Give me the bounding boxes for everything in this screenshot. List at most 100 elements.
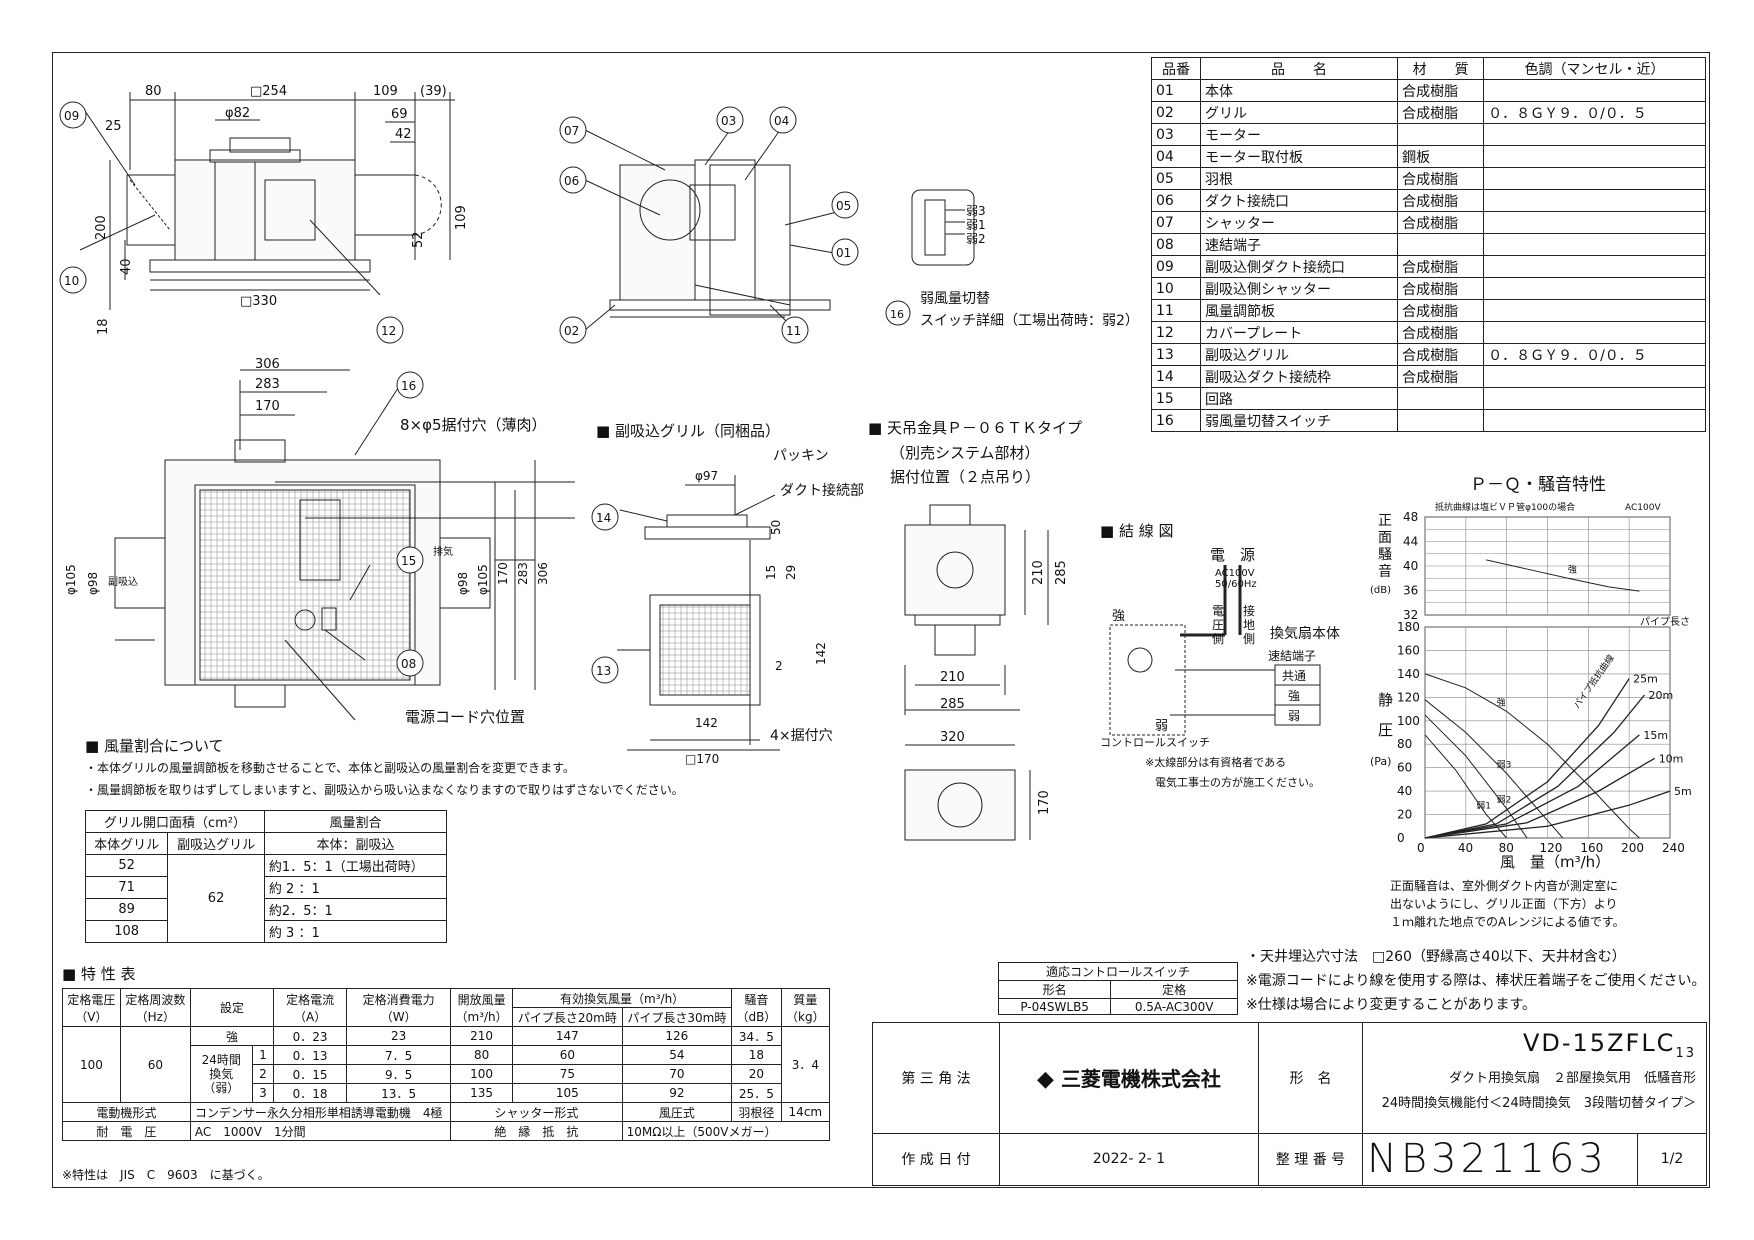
- parts-cell: 02: [1151, 101, 1201, 124]
- dim-109: 109: [373, 84, 398, 99]
- spec-cell: 135: [450, 1083, 514, 1103]
- top-elevation-view: 80 □254 109 (39) 25 φ82 69 42 200 40 52 …: [59, 84, 469, 344]
- section-view: 07 03 04 06 05 01 02 11: [559, 106, 859, 344]
- airflow-h-ratio: 風量割合: [263, 810, 448, 833]
- callout-06: 06: [564, 174, 579, 188]
- pq-series-line: [1424, 714, 1528, 839]
- dim-170-v: 170: [496, 562, 510, 585]
- label-exhaust: 排気: [433, 545, 453, 558]
- parts-cell: [1483, 211, 1706, 234]
- dim-50: 50: [769, 520, 783, 535]
- hanger-dim-320: 320: [940, 730, 965, 745]
- spec-h-mass: 質量 （kg）: [780, 988, 831, 1027]
- note-line: ※電源コードにより線を使用する際は、棒状圧着端子をご使用ください。: [1246, 973, 1706, 989]
- noise-ylabel-char: 騒: [1378, 547, 1392, 563]
- parts-cell: 01: [1151, 79, 1201, 102]
- ctl-h-model: 形名: [997, 980, 1112, 999]
- dim-69: 69: [391, 107, 408, 122]
- resistance-label: 25m: [1633, 673, 1658, 686]
- pq-ylabel-char: 圧: [1378, 721, 1393, 739]
- dim-2: 2: [775, 659, 783, 673]
- tb-desc-2: 24時間換気機能付＜24時間換気 3段階切替タイプ＞: [1381, 1095, 1696, 1111]
- hole-note: 8×φ5据付穴（薄肉）: [400, 416, 547, 434]
- label-duct-connection: ダクト接続部: [780, 482, 864, 499]
- airflow-table: グリル開口面積（cm²） 風量割合 本体グリル 副吸込グリル 本体：副吸込 52…: [84, 810, 448, 943]
- resistance-curve: [1424, 694, 1645, 839]
- dim-330: □330: [240, 294, 277, 309]
- airflow-row: 108: [84, 920, 169, 943]
- parts-header-1: 品 名: [1199, 57, 1399, 80]
- spec-cell: 147: [512, 1026, 623, 1046]
- tb-projection: 第 三 角 法: [872, 1022, 1000, 1134]
- noise-ytick: 36: [1403, 584, 1418, 598]
- terminal-common: 共通: [1282, 669, 1306, 683]
- spec-cell: 0．15: [273, 1064, 348, 1084]
- pq-xtick: 120: [1540, 841, 1563, 855]
- pq-ylabel-char: 静: [1378, 691, 1393, 709]
- chart-xlabel: 風 量（m³/h）: [1500, 853, 1610, 871]
- spec-h-current: 定格電流 （A）: [273, 988, 348, 1027]
- parts-cell: モーター: [1199, 123, 1399, 146]
- spec-cell: 13．5: [346, 1083, 452, 1103]
- airflow-h-area: グリル開口面積（cm²）: [85, 810, 265, 833]
- pq-xtick: 160: [1580, 841, 1603, 855]
- airflow-sub-value: 62: [167, 854, 265, 943]
- hanger-sub1: （別売システム部材）: [890, 444, 1040, 462]
- noise-series-line: [1486, 559, 1640, 592]
- airflow-row: 約 2 ：1: [263, 876, 448, 899]
- dim-109b: 109: [454, 205, 469, 230]
- callout-05: 05: [836, 199, 851, 213]
- spec-insulation-value: 10MΩ以上（500Vメガー）: [621, 1121, 831, 1141]
- parts-cell: 回路: [1199, 387, 1399, 410]
- ctl-h-rating: 定格: [1110, 980, 1238, 999]
- parts-cell: 09: [1151, 255, 1201, 278]
- spec-cell: 105: [512, 1083, 623, 1103]
- tb-company: ◆ 三菱電機株式会社: [999, 1022, 1259, 1134]
- spec-cell: 1: [251, 1045, 275, 1065]
- tb-company-name: 三菱電機株式会社: [1060, 1067, 1221, 1092]
- parts-cell: 合成樹脂: [1397, 299, 1485, 322]
- spec-withstand-value: AC 1000V 1分間: [189, 1121, 452, 1141]
- spec-h-setting: 設定: [189, 988, 275, 1027]
- spec-row-strong: 強: [189, 1026, 275, 1046]
- pq-ytick: 100: [1397, 714, 1420, 728]
- parts-cell: 弱風量切替スイッチ: [1199, 409, 1399, 432]
- parts-cell: 羽根: [1199, 167, 1399, 190]
- noise-ylabel-char: (dB): [1370, 585, 1391, 596]
- noise-series-label: 強: [1568, 563, 1577, 575]
- spec-h-20m: パイプ長さ20m時: [512, 1007, 623, 1027]
- dim-29: 29: [784, 565, 798, 580]
- parts-cell: [1483, 123, 1706, 146]
- parts-cell: 副吸込側ダクト接続口: [1199, 255, 1399, 278]
- parts-cell: 合成樹脂: [1397, 101, 1485, 124]
- callout-16-bottom: 16: [401, 379, 416, 393]
- callout-03: 03: [721, 114, 736, 128]
- bottom-view: 306 283 170 φ105 φ98 φ98 φ105 170 283 30…: [64, 357, 575, 726]
- airflow-h-sub: 副吸込グリル: [167, 832, 265, 855]
- spec-cell: 80: [450, 1045, 514, 1065]
- pq-xtick: 0: [1417, 841, 1425, 855]
- parts-cell: 合成樹脂: [1397, 79, 1485, 102]
- chart-title: Ｐ－Ｑ・騒音特性: [1470, 475, 1606, 495]
- dim-42: 42: [395, 127, 412, 142]
- parts-cell: [1483, 79, 1706, 102]
- parts-cell: [1397, 387, 1485, 410]
- pq-ytick: 0: [1397, 831, 1405, 845]
- parts-cell: モーター取付板: [1199, 145, 1399, 168]
- spec-h-voltage: 定格電圧 （V）: [62, 988, 121, 1027]
- parts-cell: 11: [1151, 299, 1201, 322]
- spec-cell: 18: [731, 1045, 782, 1065]
- parts-cell: 合成樹脂: [1397, 211, 1485, 234]
- dim-52: 52: [411, 231, 426, 248]
- parts-cell: シャッター: [1199, 211, 1399, 234]
- pipe-length-label: パイプ長さ: [1640, 616, 1690, 628]
- resistance-curve: [1424, 734, 1640, 839]
- spec-footnote: ※特性は JIS C 9603 に基づく。: [62, 1168, 270, 1182]
- wiring-frequency: 50/60Hz: [1215, 579, 1257, 590]
- resistance-label: 10m: [1659, 752, 1684, 765]
- parts-cell: 14: [1151, 365, 1201, 388]
- callout-16-switch: 16: [890, 308, 904, 321]
- parts-cell: 合成樹脂: [1397, 321, 1485, 344]
